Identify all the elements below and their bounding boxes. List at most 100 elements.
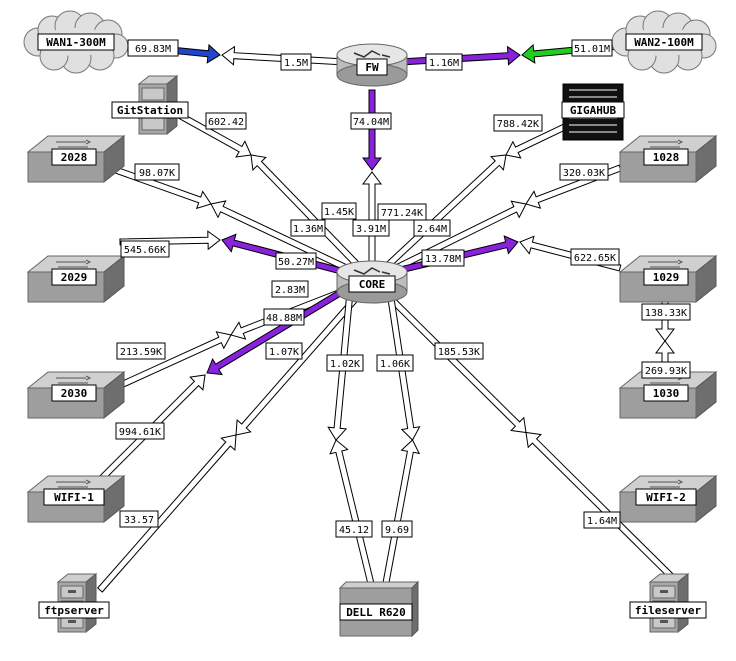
node-sw1028[interactable]: 1028 bbox=[618, 134, 718, 184]
link-label-ftp-out: 1.07K bbox=[265, 342, 303, 360]
node-label: WIFI-1 bbox=[54, 491, 94, 504]
link-label-dell2-in: 9.69 bbox=[381, 520, 413, 538]
sw2029-to-core-arrow[interactable] bbox=[119, 230, 221, 251]
link-value: 69.83M bbox=[135, 44, 171, 55]
core-to-wifi1-arrow[interactable] bbox=[206, 286, 348, 376]
node-ftpserver[interactable]: ftpserver bbox=[38, 572, 110, 634]
link-value: 771.24K bbox=[381, 208, 423, 219]
node-fw[interactable]: FW bbox=[336, 43, 408, 87]
node-label: 2028 bbox=[61, 151, 88, 164]
link-value: 3.91M bbox=[356, 224, 386, 235]
node-sw1030[interactable]: 1030 bbox=[618, 370, 718, 420]
node-sw1029[interactable]: 1029 bbox=[618, 254, 718, 304]
node-label: FW bbox=[365, 61, 379, 74]
link-value: 50.27M bbox=[278, 257, 314, 268]
link-label-dell2-out: 1.06K bbox=[376, 354, 414, 372]
ftpserver-link-in-arrow[interactable] bbox=[235, 277, 376, 436]
node-sw2028[interactable]: 2028 bbox=[26, 134, 126, 184]
link-label-sw2030-out: 2.83M bbox=[271, 280, 309, 298]
ftpserver-link-out-arrow[interactable] bbox=[96, 434, 237, 593]
node-label: WIFI-2 bbox=[646, 491, 686, 504]
node-dell[interactable]: DELL R620 bbox=[338, 580, 420, 638]
link-value: 213.59K bbox=[120, 347, 162, 358]
gigahub-link-in-arrow[interactable] bbox=[369, 154, 507, 283]
link-label-sw1028-in: 320.03K bbox=[559, 163, 609, 181]
link-label-sw1029-in: 622.65K bbox=[570, 248, 620, 266]
link-value: 1.64M bbox=[587, 516, 617, 527]
link-value: 545.66K bbox=[124, 245, 166, 256]
link-value: 74.04M bbox=[353, 117, 389, 128]
node-fileserver[interactable]: fileserver bbox=[629, 572, 707, 634]
link-label-sw1028-out: 2.64M bbox=[413, 219, 451, 237]
link-label-sw1029-out: 13.78M bbox=[421, 249, 465, 267]
dell-link-1-in-arrow[interactable] bbox=[329, 439, 376, 590]
link-label-git-out: 1.45K bbox=[321, 202, 357, 220]
node-label: WAN1-300M bbox=[46, 36, 106, 49]
link-label-file-in: 1.64M bbox=[583, 511, 621, 529]
link-value: 33.57 bbox=[124, 515, 154, 526]
link-value: 602.42 bbox=[208, 117, 244, 128]
link-label-wan2-fw-out: 1.16M bbox=[425, 53, 463, 71]
link-label-file-out: 185.53K bbox=[434, 342, 484, 360]
node-gitstation[interactable]: GitStation bbox=[111, 74, 189, 136]
link-value: 51.01M bbox=[574, 44, 610, 55]
link-value: 320.03K bbox=[563, 168, 605, 179]
node-wifi2[interactable]: WIFI-2 bbox=[618, 474, 718, 524]
node-label: 2030 bbox=[61, 387, 88, 400]
link-value: 1.07K bbox=[269, 347, 299, 358]
node-label: 1030 bbox=[653, 387, 680, 400]
link-labels-layer: 69.83M 1.5M 51.01M 1.16M 74.04M 3.91M 602.42 1.… bbox=[115, 39, 691, 538]
link-value: 1.02K bbox=[330, 359, 360, 370]
link-label-sw1030-b: 269.93K bbox=[641, 361, 691, 379]
link-label-wifi1-out: 48.88M bbox=[263, 308, 305, 326]
node-label: GitStation bbox=[117, 104, 183, 117]
link-label-gigahub-out: 771.24K bbox=[377, 203, 427, 221]
link-value: 1.5M bbox=[284, 58, 308, 69]
link-value: 48.88M bbox=[266, 313, 302, 324]
fw-to-core-arrow[interactable] bbox=[362, 89, 382, 171]
link-value: 994.61K bbox=[119, 427, 161, 438]
link-label-sw2030-in: 213.59K bbox=[116, 342, 166, 360]
fileserver-link-out-arrow[interactable] bbox=[525, 431, 683, 588]
link-label-ftp-in: 33.57 bbox=[119, 510, 159, 528]
link-value: 9.69 bbox=[385, 525, 409, 536]
link-label-dell1-in: 45.12 bbox=[335, 520, 373, 538]
link-label-wan1-fw-in: 69.83M bbox=[127, 39, 179, 57]
node-label: 1029 bbox=[653, 271, 680, 284]
core-to-fw-arrow[interactable] bbox=[362, 171, 382, 266]
link-value: 98.07K bbox=[139, 168, 175, 179]
link-label-sw2029-out: 50.27M bbox=[275, 252, 317, 270]
switch-icon bbox=[618, 254, 718, 304]
link-value: 13.78M bbox=[425, 254, 461, 265]
dell-link-2-in-arrow[interactable] bbox=[381, 439, 421, 590]
link-value: 788.42K bbox=[497, 119, 539, 130]
link-label-wan2-fw-in: 51.01M bbox=[571, 39, 613, 57]
link-value: 2.83M bbox=[275, 285, 305, 296]
node-gigahub[interactable]: GIGAHUB bbox=[561, 83, 625, 141]
node-label: 1028 bbox=[653, 151, 680, 164]
node-wifi1[interactable]: WIFI-1 bbox=[26, 474, 126, 524]
link-value: 269.93K bbox=[645, 366, 687, 377]
node-sw2030[interactable]: 2030 bbox=[26, 370, 126, 420]
node-label: GIGAHUB bbox=[570, 104, 617, 117]
link-label-wifi1-in: 994.61K bbox=[115, 422, 165, 440]
link-label-git-in: 602.42 bbox=[205, 112, 247, 130]
node-sw2029[interactable]: 2029 bbox=[26, 254, 126, 304]
node-label: DELL R620 bbox=[346, 606, 406, 619]
link-label-core-fw: 3.91M bbox=[352, 219, 390, 237]
node-label: WAN2-100M bbox=[634, 36, 694, 49]
link-label-gigahub-in: 788.42K bbox=[493, 114, 543, 132]
link-value: 185.53K bbox=[438, 347, 480, 358]
node-core[interactable]: CORE bbox=[336, 260, 408, 304]
link-value: 138.33K bbox=[645, 308, 687, 319]
link-value: 622.65K bbox=[574, 253, 616, 264]
node-label: 2029 bbox=[61, 271, 88, 284]
node-wan1[interactable]: WAN1-300M bbox=[23, 10, 129, 74]
sw2030-link-out-arrow[interactable] bbox=[108, 331, 232, 394]
link-label-dell1-out: 1.02K bbox=[326, 354, 364, 372]
node-wan2[interactable]: WAN2-100M bbox=[611, 10, 717, 74]
node-label: ftpserver bbox=[44, 604, 104, 617]
nodes-layer: WAN1-300M WAN2-100M FW CORE GitStation GIGAHU… bbox=[23, 10, 718, 638]
link-label-sw1030-a: 138.33K bbox=[641, 303, 691, 321]
